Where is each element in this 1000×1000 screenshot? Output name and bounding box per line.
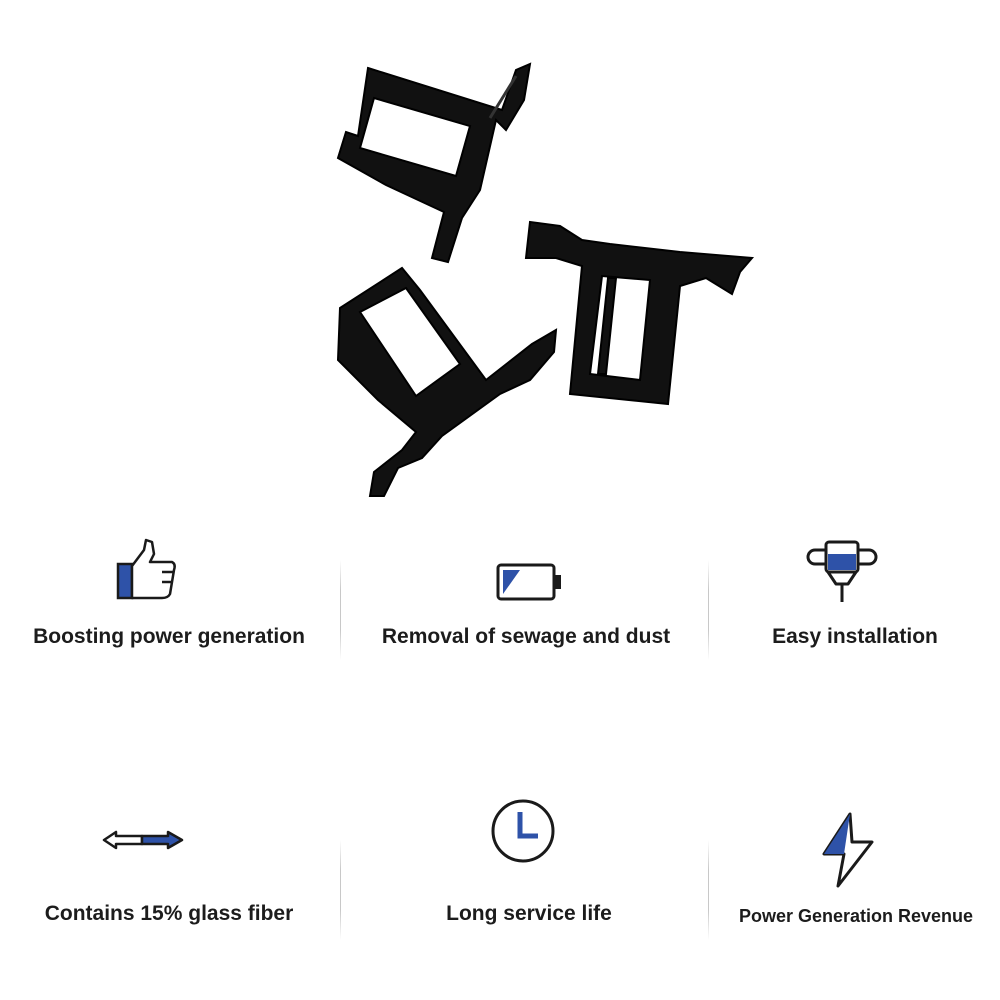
double-arrow-icon bbox=[102, 828, 184, 857]
divider bbox=[340, 560, 341, 660]
feature-glass-fiber: Contains 15% glass fiber bbox=[4, 902, 334, 926]
feature-label: Boosting power generation bbox=[33, 625, 305, 648]
divider bbox=[340, 840, 341, 940]
lightning-icon bbox=[818, 812, 876, 893]
divider bbox=[708, 840, 709, 940]
feature-label: Power Generation Revenue bbox=[738, 906, 974, 926]
feature-boosting-power: Boosting power generation bbox=[4, 625, 334, 649]
feature-label: Contains 15% glass fiber bbox=[44, 902, 294, 925]
feature-label: Removal of sewage and dust bbox=[381, 625, 671, 648]
drill-icon bbox=[806, 540, 878, 609]
clip-bottom bbox=[336, 266, 558, 497]
thumbs-up-icon bbox=[116, 538, 180, 607]
product-image bbox=[336, 62, 755, 497]
clip-right bbox=[524, 220, 755, 406]
feature-label: Long service life bbox=[446, 902, 612, 925]
feature-long-service-life: Long service life bbox=[380, 902, 678, 926]
clip-top bbox=[336, 62, 532, 264]
feature-easy-installation: Easy installation bbox=[720, 625, 990, 649]
divider bbox=[708, 560, 709, 660]
clock-icon bbox=[490, 798, 556, 869]
feature-label: Easy installation bbox=[772, 625, 938, 648]
feature-power-revenue: Power Generation Revenue bbox=[714, 906, 998, 927]
feature-removal-sewage: Removal of sewage and dust bbox=[350, 625, 702, 649]
battery-icon bbox=[496, 562, 564, 607]
